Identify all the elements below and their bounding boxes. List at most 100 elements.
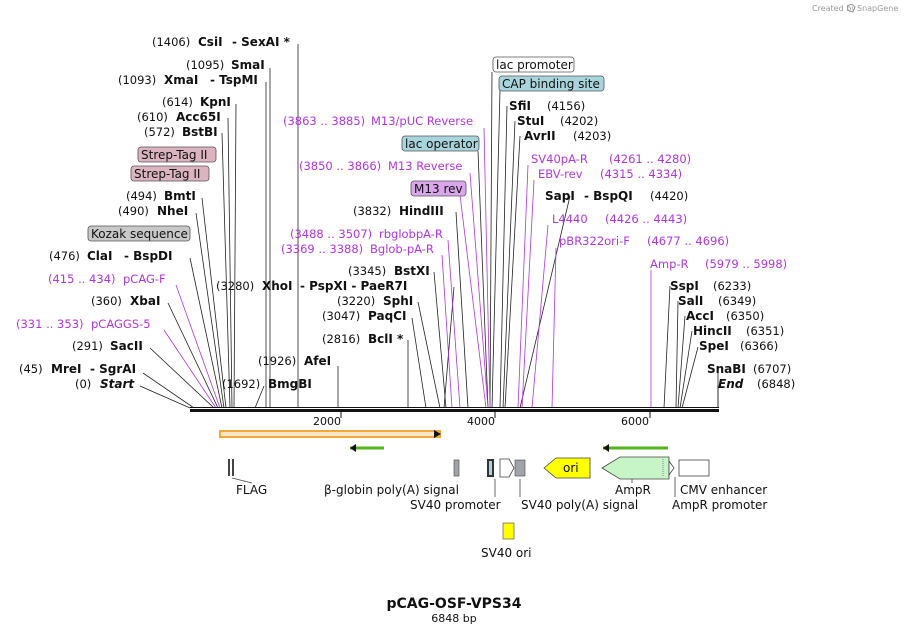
site-position: (494) [126,189,157,203]
ori-box [502,522,515,540]
site-extra: - SgrAI [90,362,136,376]
site-sapi[interactable]: SapI - BspQI (4420) [545,189,688,203]
box-m13-rev[interactable]: M13 rev [410,180,467,197]
primer-name: L4440 [552,212,588,226]
site-sali[interactable]: SalI (6349) [678,294,756,308]
feature-label: β-globin poly(A) signal [324,483,459,497]
primer-bglob-pa-r[interactable]: (3369 .. 3388) Bglob-pA-R [281,242,434,256]
box-label: CAP binding site [502,77,600,91]
primer-ebv-rev[interactable]: EBV-rev (4315 .. 4334) [538,167,682,181]
box-label: Strep-Tag II [141,148,207,162]
site-nhei[interactable]: (490) NheI [118,204,188,218]
site-smai[interactable]: (1095) SmaI [186,58,265,72]
feature-flag[interactable]: FLAG [228,459,267,497]
map-title: pCAG-OSF-VPS34 [386,596,521,612]
site-name: KpnI [200,95,231,109]
box-strep-tag-ii-2[interactable]: Strep-Tag II [130,165,210,182]
box-strep-tag-ii-1[interactable]: Strep-Tag II [137,146,217,163]
primer-range: (4315 .. 4334) [600,167,682,181]
primer-pcaggs-5[interactable]: (331 .. 353) pCAGGS-5 [16,317,151,331]
feature-sv40-ori[interactable]: SV40 ori [481,522,532,560]
site-spei[interactable]: SpeI (6366) [699,339,778,353]
site-name: HincII [693,324,732,338]
site-sspi[interactable]: SspI (6233) [670,279,751,293]
site-snabi[interactable]: SnaBI (6707) [707,362,791,376]
feature-cmv-enhancer[interactable]: CMV enhancer [668,459,767,497]
site-position: (4203) [573,129,611,143]
site-acc65i[interactable]: (610) Acc65I [137,110,221,124]
site-bcli[interactable]: (2816) BclI * [322,332,404,346]
primer-amp-r[interactable]: Amp-R (5979 .. 5998) [650,257,787,271]
site-name: SpeI [699,339,729,353]
site-acci[interactable]: AccI (6350) [686,309,764,323]
site-bstbi[interactable]: (572) BstBI [144,125,218,139]
green-arrow-1-head-icon [350,444,356,452]
feature-sv40-polya[interactable]: SV40 poly(A) signal [514,459,638,512]
feature-beta-globin-polya[interactable]: β-globin poly(A) signal [324,459,460,497]
site-stui[interactable]: StuI (4202) [517,114,598,128]
site-hindiii[interactable]: (3832) HindIII [353,204,444,218]
box-label: M13 rev [414,182,463,196]
site-paqci[interactable]: (3047) PaqCI [322,309,406,323]
primer-m13-puc-reverse[interactable]: (3863 .. 3885) M13/pUC Reverse [283,114,473,128]
primer-l4440[interactable]: L4440 (4426 .. 4443) [552,212,687,226]
site-sacii[interactable]: (291) SacII [72,339,143,353]
axis-ticks [340,412,651,418]
box-lac-operator[interactable]: lac operator [401,135,480,152]
site-csii[interactable]: (1406) CsiI - SexAI * [152,35,291,49]
feature-ampr[interactable]: AmpR [601,456,670,497]
primer-name: rbglobpA-R [379,227,443,241]
site-bmgbi[interactable]: (1692) BmgBI [222,377,312,391]
primer-name: M13 Reverse [388,159,462,173]
site-name: ClaI [87,249,112,263]
site-name: AfeI [304,354,331,368]
feature-sv40-promoter[interactable]: SV40 promoter [410,458,515,512]
site-hincii[interactable]: HincII (6351) [693,324,784,338]
site-start[interactable]: (0) Start [75,377,135,391]
primer-range: (331 .. 353) [16,317,84,331]
credit-text: Created by [812,4,856,13]
site-bmti[interactable]: (494) BmtI [126,189,196,203]
site-position: (1093) [118,73,156,87]
primer-rbglobpa-r[interactable]: (3488 .. 3507) rbglobpA-R [290,227,443,241]
ori-arrow [543,457,591,479]
primer-range: (3369 .. 3388) [281,242,363,256]
site-position: (4156) [547,99,585,113]
primer-range: (415 .. 434) [48,272,116,286]
box-bg [87,225,191,242]
site-xhoi[interactable]: (3280) XhoI - PspXI - PaeR7I [216,279,407,293]
site-position: (0) [75,377,91,391]
primer-sv40pa-r[interactable]: SV40pA-R (4261 .. 4280) [531,152,691,166]
site-sphi[interactable]: (3220) SphI [337,294,413,308]
site-afei[interactable]: (1926) AfeI [258,354,331,368]
site-name: SspI [670,279,699,293]
orf-bar[interactable] [219,430,441,438]
primer-range: (3850 .. 3866) [299,159,381,173]
orf-arrow-icon [434,430,441,438]
tick-2000: 2000 [313,415,341,428]
primer-m13-reverse[interactable]: (3850 .. 3866) M13 Reverse [299,159,462,173]
box-kozak-sequence[interactable]: Kozak sequence [87,225,191,242]
site-xmai[interactable]: (1093) XmaI - TspMI [118,73,258,87]
box-cap-binding-site[interactable]: CAP binding site [498,75,605,92]
site-xbai[interactable]: (360) XbaI [91,294,160,308]
flag-mark [228,459,230,476]
tick-6000: 6000 [621,415,649,428]
box-lac-promoter[interactable]: lac promoter [492,56,575,73]
site-sfii[interactable]: SfiI (4156) [509,99,585,113]
site-position: (610) [137,110,168,124]
primer-name: EBV-rev [538,167,583,181]
site-end[interactable]: End (6848) [718,377,795,391]
site-bstxi[interactable]: (3345) BstXI [348,264,430,278]
site-avrii[interactable]: AvrII (4203) [524,129,611,143]
site-name: BstXI [394,264,430,278]
primer-pcag-f[interactable]: (415 .. 434) pCAG-F [48,272,166,286]
primer-pbr322ori-f[interactable]: pBR322ori-F (4677 .. 4696) [559,234,729,248]
site-clai[interactable]: (476) ClaI - BspDI [49,249,172,263]
site-mrei[interactable]: (45) MreI - SgrAI [19,362,136,376]
box-label: Kozak sequence [91,227,188,241]
site-kpni[interactable]: (614) KpnI [162,95,231,109]
feature-ori[interactable]: ori [543,457,591,479]
feature-label: SV40 promoter [410,498,501,512]
feature-ampr-promoter[interactable]: AmpR promoter [672,477,767,512]
